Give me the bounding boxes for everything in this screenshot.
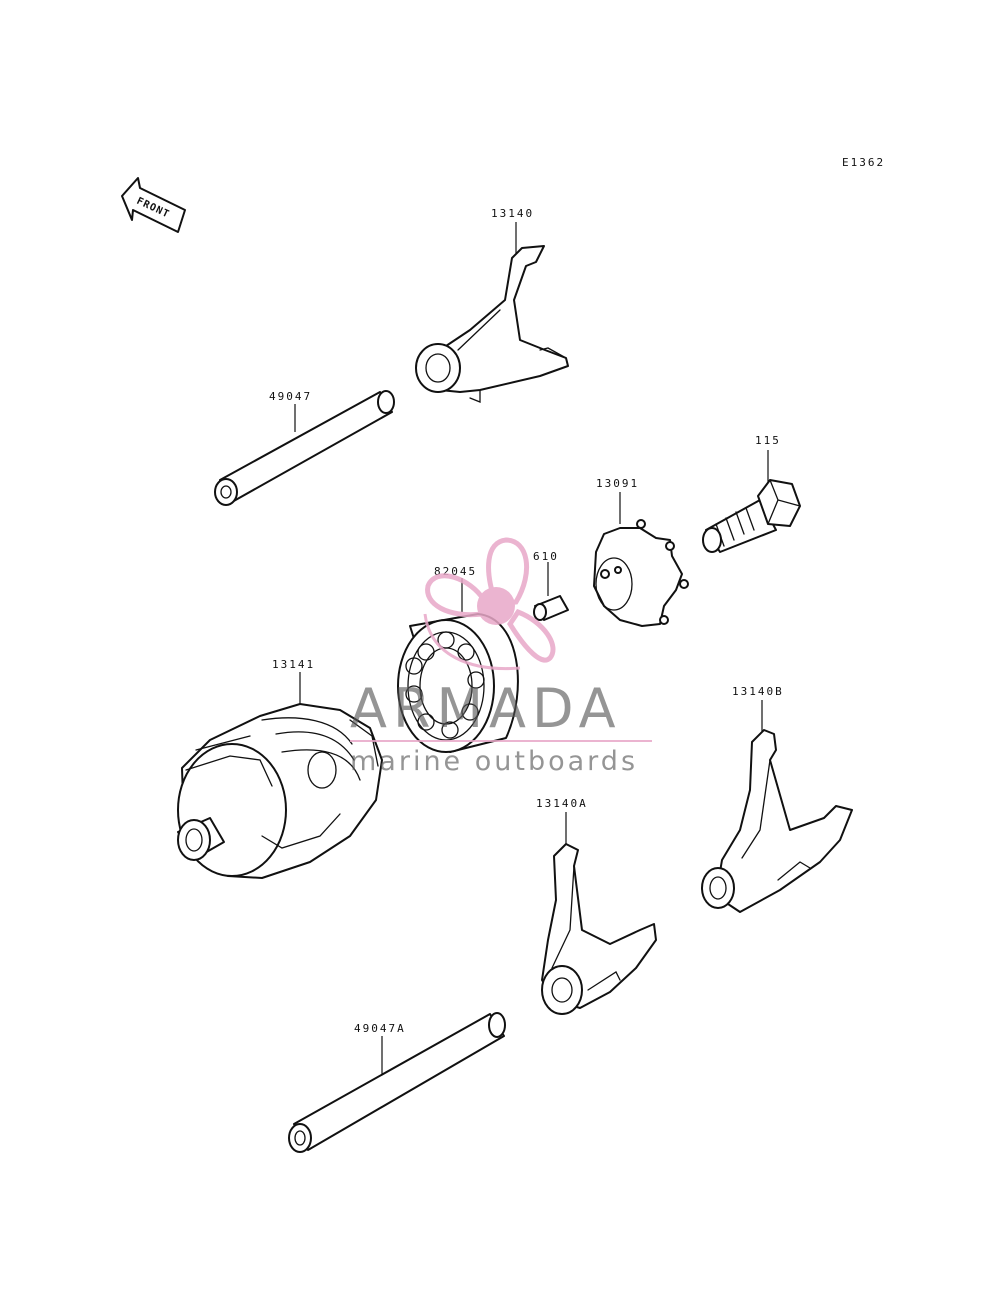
part-label-13091: 13091 <box>596 477 639 490</box>
part-label-49047A: 49047A <box>354 1022 406 1035</box>
part-610-pin <box>533 562 569 621</box>
watermark-brand: ARMADA <box>350 677 622 740</box>
part-49047A-shaft <box>288 1012 506 1153</box>
part-13140A-shift-fork <box>541 812 657 1015</box>
part-82045-bearing <box>397 578 519 753</box>
part-13140B-shift-fork <box>701 700 853 913</box>
part-49047-shaft <box>214 390 395 506</box>
figure-code: E1362 <box>842 156 885 169</box>
armada-watermark: ARMADA marine outboards <box>350 537 652 777</box>
part-13140-shift-fork <box>415 222 569 403</box>
part-label-13141: 13141 <box>272 658 315 671</box>
front-arrow-icon: FRONT <box>121 177 186 233</box>
propeller-logo-icon <box>423 537 556 671</box>
watermark-tagline: marine outboards <box>350 746 638 777</box>
part-label-49047: 49047 <box>269 390 312 403</box>
part-label-13140B: 13140B <box>732 685 784 698</box>
part-label-13140A: 13140A <box>536 797 588 810</box>
part-13141-shift-drum <box>177 672 383 879</box>
part-label-13140: 13140 <box>491 207 534 220</box>
part-115-bolt <box>702 450 801 553</box>
part-label-610: 610 <box>533 550 559 563</box>
part-label-115: 115 <box>755 434 781 447</box>
part-13091-shift-cam <box>593 492 689 627</box>
